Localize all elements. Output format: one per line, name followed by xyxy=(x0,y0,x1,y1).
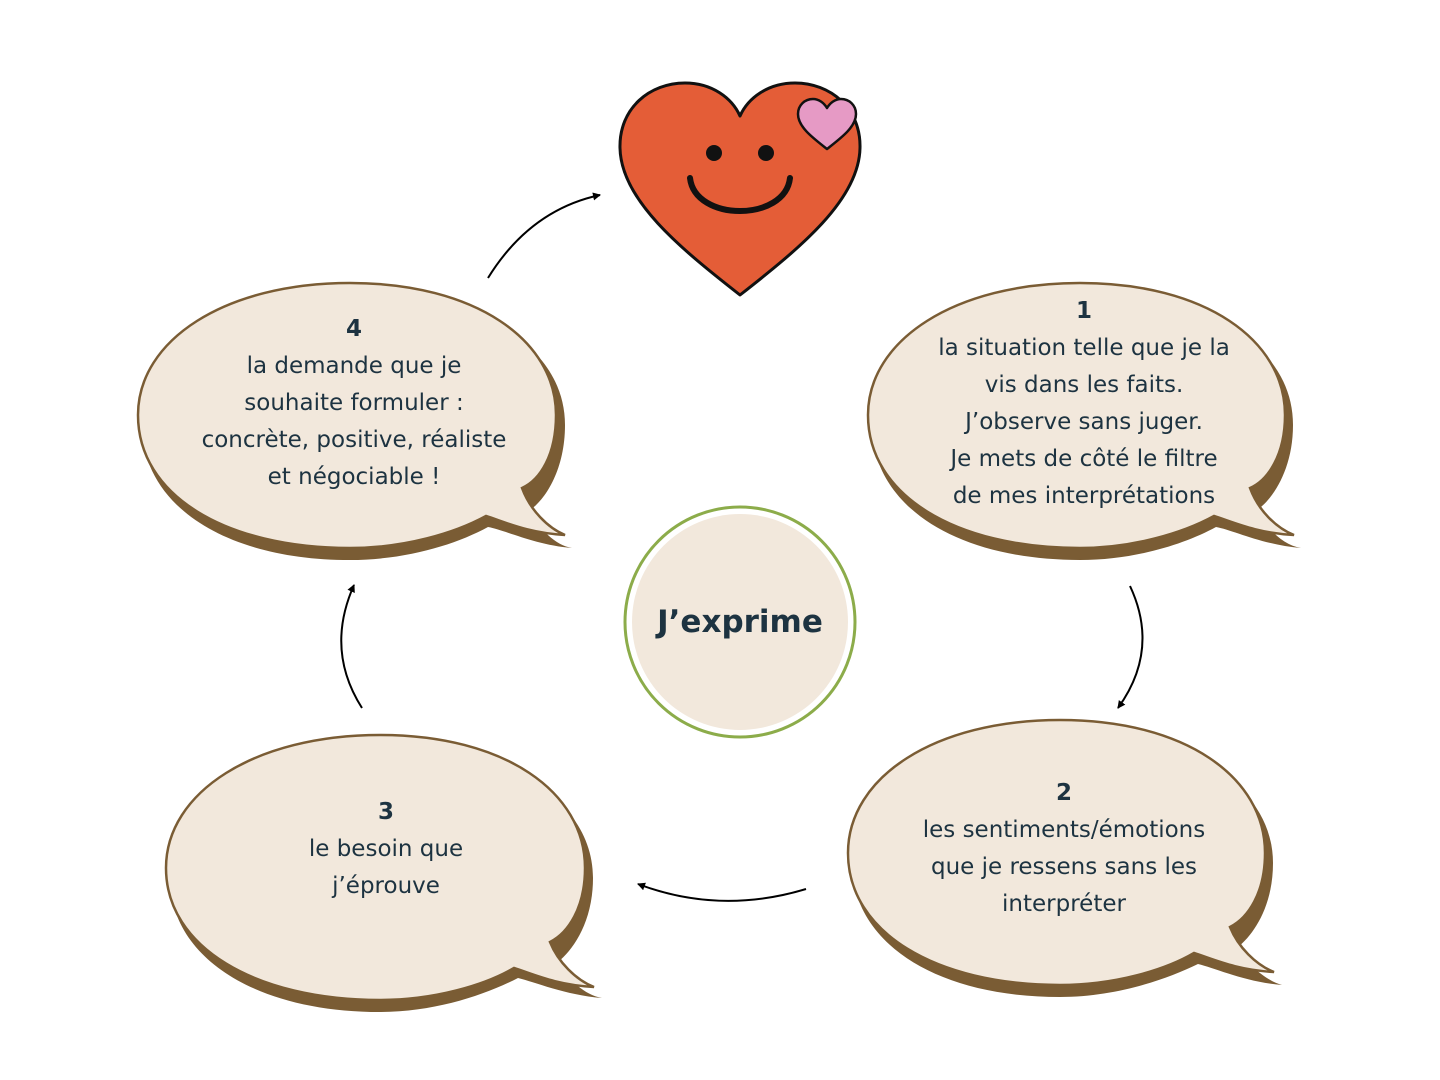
step-4-line: et négociable ! xyxy=(267,464,441,490)
arrow-2-to-3 xyxy=(637,882,807,902)
arrow-3-to-4 xyxy=(340,584,363,709)
step-1-line: la situation telle que je la xyxy=(938,335,1230,361)
center-circle xyxy=(623,505,857,739)
speech-bubble-1 xyxy=(866,281,1301,560)
step-2-text: 2 les sentiments/émotions que je ressens… xyxy=(888,775,1240,923)
step-1-line: vis dans les faits. xyxy=(984,372,1184,398)
step-1-number: 1 xyxy=(1075,298,1092,324)
step-3-line: le besoin que xyxy=(308,836,464,862)
heart-right-eye xyxy=(758,145,774,161)
step-1-text: 1 la situation telle que je la vis dans … xyxy=(908,293,1260,515)
arrow-4-to-heart xyxy=(487,192,601,279)
pink-heart-icon xyxy=(796,97,858,151)
step-4-line: souhaite formuler : xyxy=(244,390,464,416)
step-1-line: de mes interprétations xyxy=(952,483,1216,509)
step-1-line: Je mets de côté le filtre xyxy=(950,446,1218,472)
center-label: J’exprime xyxy=(657,604,823,640)
step-2-line: interpréter xyxy=(1002,891,1126,917)
step-1-line: J’observe sans juger. xyxy=(965,409,1203,435)
step-3-text: 3 le besoin que j’éprouve xyxy=(210,794,562,905)
speech-bubble-2 xyxy=(846,718,1282,997)
step-3-line: j’éprouve xyxy=(332,873,440,899)
step-3-number: 3 xyxy=(377,799,394,825)
heart-smile xyxy=(687,175,793,214)
step-4-line: concrète, positive, réaliste xyxy=(201,427,507,453)
step-4-line: la demande que je xyxy=(246,353,462,379)
arrow-1-to-2 xyxy=(1117,585,1144,709)
smiling-heart-icon xyxy=(618,81,862,297)
step-2-line: que je ressens sans les xyxy=(930,854,1198,880)
step-4-text: 4 la demande que je souhaite formuler : … xyxy=(178,311,530,496)
speech-bubble-3 xyxy=(164,733,602,1012)
speech-bubble-4 xyxy=(136,281,572,560)
heart-left-eye xyxy=(706,145,722,161)
step-2-number: 2 xyxy=(1055,780,1072,806)
step-4-number: 4 xyxy=(345,316,362,342)
step-2-line: les sentiments/émotions xyxy=(922,817,1206,843)
